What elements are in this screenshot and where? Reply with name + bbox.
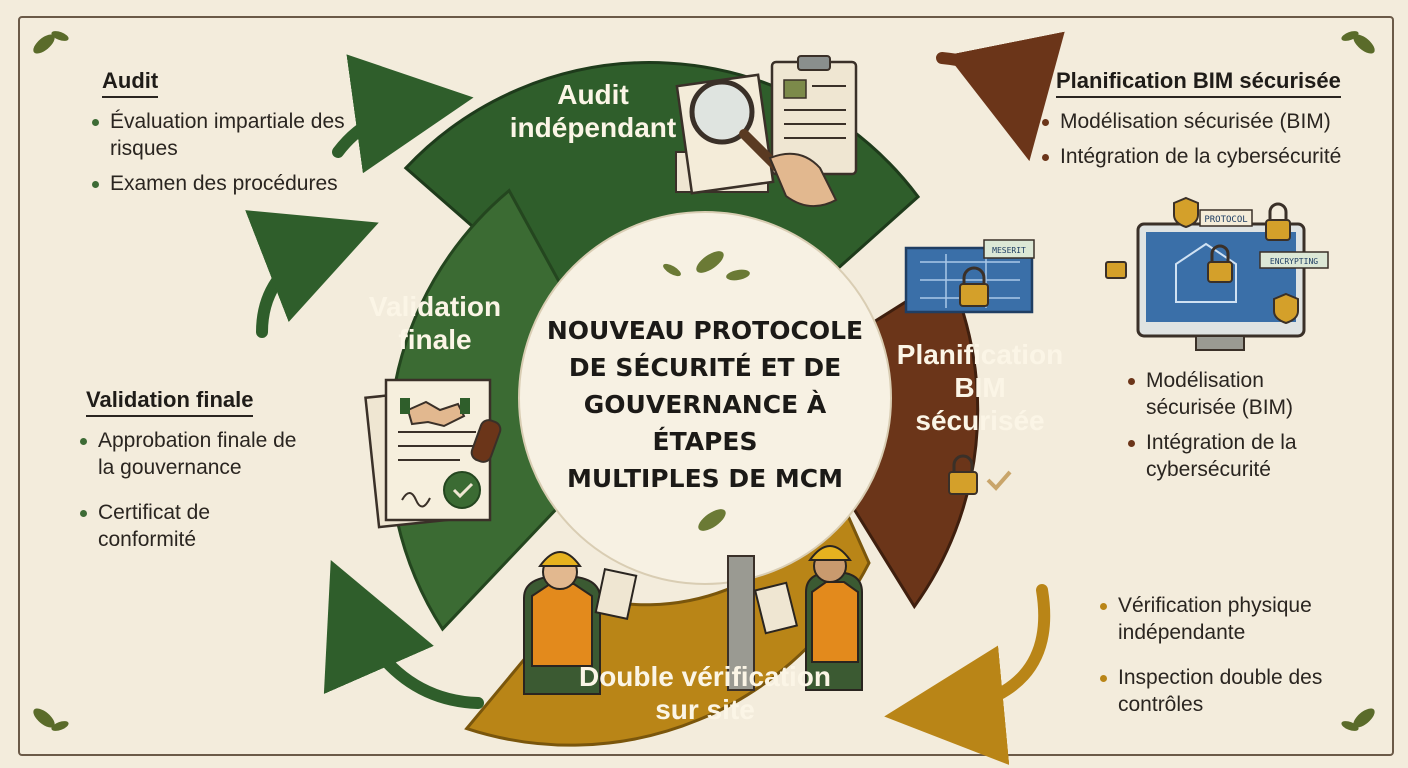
segment-label-bim: Planification BIM sécurisée [880, 338, 1080, 437]
cycle-arrow-icon [245, 210, 379, 338]
segment-label-line: Audit [557, 79, 629, 110]
monitor-protocol-label: PROTOCOL [1204, 215, 1247, 225]
panel-bim-detail: Modélisation sécurisée (BIM) Intégration… [1120, 367, 1340, 491]
segment-label-line: finale [398, 324, 472, 355]
leaf-icon [698, 509, 726, 531]
panel-site: Vérification physique indépendante Inspe… [1092, 592, 1352, 726]
center-title: NOUVEAU PROTOCOLE DE SÉCURITÉ ET DE GOUV… [530, 312, 880, 497]
panel-bim: Planification BIM sécurisée Modélisation… [1034, 68, 1370, 178]
segment-label-line: Double vérification [578, 661, 832, 692]
list-item: Vérification physique indépendante [1092, 592, 1352, 646]
list-item: Inspection double des contrôles [1092, 664, 1352, 718]
padlock-icon [959, 266, 989, 307]
shield-icon [1273, 292, 1299, 325]
cycle-arrow-icon [936, 31, 1065, 162]
list-item: Approbation finale de la gouvernance [72, 427, 302, 481]
panel-title: Audit [102, 68, 159, 98]
magnifier-icon [689, 79, 838, 207]
list-item: Modélisation sécurisée (BIM) [1034, 108, 1370, 135]
center-title-line: DE SÉCURITÉ ET DE [568, 353, 842, 382]
segment-label-line: sécurisée [915, 405, 1045, 436]
panel-validation: Validation finale Approbation finale de … [72, 387, 302, 561]
center-title-line: NOUVEAU PROTOCOLE [546, 316, 864, 345]
segment-label-line: Planification [896, 339, 1064, 370]
padlock-icon [948, 454, 978, 495]
cycle-arrow-icon [332, 54, 474, 174]
padlock-icon [1105, 261, 1127, 279]
segment-label-validation: Validation finale [350, 290, 520, 356]
list-item: Évaluation impartiale des risques [84, 108, 354, 162]
center-title-line: MULTIPLES DE MCM [566, 464, 843, 493]
center-title-line: GOUVERNANCE À ÉTAPES [583, 390, 827, 456]
cycle-arrow-icon [884, 584, 1051, 765]
checkmark-icon [986, 470, 1012, 491]
segment-label-line: Validation [368, 291, 502, 322]
worker-icon [727, 545, 863, 691]
segment-label-line: indépendant [509, 112, 677, 143]
shield-icon [1173, 196, 1199, 229]
list-item: Modélisation sécurisée (BIM) [1120, 367, 1340, 421]
list-item: Certificat de conformité [72, 499, 302, 553]
leaf-icon [663, 251, 750, 281]
page-frame [18, 16, 1394, 756]
padlock-icon [1207, 244, 1233, 283]
segment-label-line: BIM [954, 372, 1006, 403]
segment-label-audit: Audit indépendant [478, 78, 708, 144]
leaf-icon [33, 708, 69, 731]
panel-audit: Audit Évaluation impartiale des risques … [84, 68, 354, 205]
leaf-icon [1341, 31, 1375, 54]
list-item: Examen des procédures [84, 170, 354, 197]
segment-label-line: sur site [655, 694, 755, 725]
panel-title: Validation finale [86, 387, 254, 417]
leaf-icon [1341, 708, 1375, 731]
stamp-icon [443, 419, 502, 509]
list-item: Intégration de la cybersécurité [1120, 429, 1340, 483]
cycle-arrow-icon [323, 560, 484, 709]
center-circle [518, 211, 892, 585]
clipboard-icon [770, 55, 858, 176]
list-item: Intégration de la cybersécurité [1034, 143, 1370, 170]
panel-title: Planification BIM sécurisée [1056, 68, 1341, 98]
worker-icon [523, 551, 638, 695]
padlock-icon [1265, 202, 1291, 241]
blueprint-tag: MESERIT [992, 246, 1026, 255]
handshake-icon [400, 398, 470, 428]
monitor-icon: PROTOCOL ENCRYPTING [1105, 196, 1329, 351]
monitor-encrypting-label: ENCRYPTING [1270, 257, 1318, 266]
leaf-icon [33, 31, 69, 54]
segment-label-site: Double vérification sur site [560, 660, 850, 726]
